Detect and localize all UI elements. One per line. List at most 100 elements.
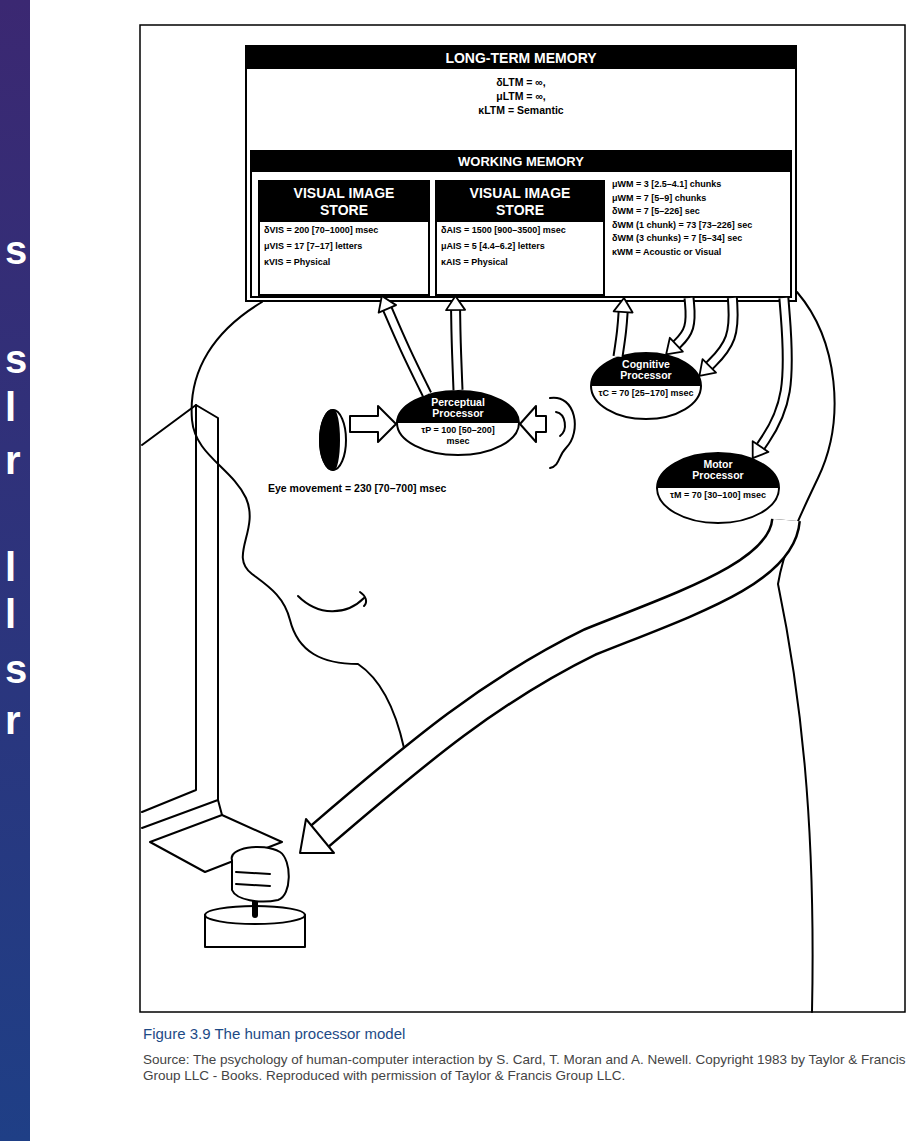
parameter-text: κAIS = Physical xyxy=(441,254,603,270)
box-heading: LONG-TERM MEMORY xyxy=(247,47,795,69)
eye-pupil xyxy=(320,410,339,470)
processor-label: Motor Processor xyxy=(682,459,754,481)
parameter-text: κWM = Acoustic or Visual xyxy=(612,246,790,260)
smile-dimple xyxy=(360,592,366,606)
parameter-list: τP = 100 [50–200] msec xyxy=(410,425,506,446)
processor-label: Cognitive Processor xyxy=(610,359,682,381)
arrow-head xyxy=(446,296,465,310)
parameter-text: τM = 70 [30–100] msec xyxy=(670,490,766,501)
monitor-neck xyxy=(218,800,222,815)
parameter-list: τC = 70 [25–170] msec xyxy=(598,388,694,399)
slide-letter: l xyxy=(5,590,31,638)
flow-arrow xyxy=(614,298,633,357)
ellipse-dark-half xyxy=(397,391,519,423)
flow-arrow xyxy=(699,298,733,376)
slide-letter: s xyxy=(5,226,31,274)
flow-arrow xyxy=(666,298,690,354)
box-heading: WORKING MEMORY xyxy=(252,152,790,172)
hand-fingers xyxy=(236,872,270,886)
parameter-list: δLTM = ∞,μLTM = ∞,κLTM = Semantic xyxy=(247,75,795,117)
ellipse-shape xyxy=(657,453,779,523)
ear-outline xyxy=(550,398,575,468)
parameter-text: δVIS = 200 [70–1000] msec xyxy=(264,222,428,238)
parameter-text: μWM = 3 [2.5–4.1] chunks xyxy=(612,178,790,192)
parameter-list: δAIS = 1500 [900–3500] msecμAIS = 5 [4.4… xyxy=(437,222,603,270)
ellipse-shape xyxy=(591,353,701,419)
arrow-fill xyxy=(675,298,690,346)
arm-tube-outline xyxy=(320,520,786,836)
parameter-text: μVIS = 17 [7–17] letters xyxy=(264,238,428,254)
box-heading: VISUAL IMAGE STORE xyxy=(260,182,428,222)
box-heading: VISUAL IMAGE STORE xyxy=(437,182,603,222)
parameter-text: δLTM = ∞, xyxy=(247,75,795,89)
processor-ellipse: Motor Processor τM = 70 [30–100] msec xyxy=(656,452,780,524)
slide-letter: r xyxy=(5,696,31,744)
store-box: VISUAL IMAGE STOREδAIS = 1500 [900–3500]… xyxy=(435,180,605,296)
ellipse-dark-half xyxy=(591,353,701,386)
eye-input-arrow xyxy=(350,406,396,442)
ellipse-shape xyxy=(397,391,519,455)
face-profile xyxy=(192,302,404,748)
arrow-outline xyxy=(708,298,733,367)
arrow-outline xyxy=(618,310,623,357)
flow-arrow xyxy=(446,296,465,390)
parameter-text: δWM = 7 [5–226] sec xyxy=(612,205,790,219)
arrow-outline xyxy=(759,298,787,448)
arrow-head xyxy=(753,441,769,458)
arrow-fill xyxy=(456,308,458,390)
parameter-text: τC = 70 [25–170] msec xyxy=(598,388,694,399)
memory-box: WORKING MEMORY μWM = 3 [2.5–4.1] chunksμW… xyxy=(250,150,792,298)
arrow-fill xyxy=(387,307,427,394)
arrow-outline xyxy=(387,307,427,394)
parameter-text: κLTM = Semantic xyxy=(247,103,795,117)
parameter-list: δVIS = 200 [70–1000] msecμVIS = 17 [7–17… xyxy=(260,222,428,270)
parameter-text: τP = 100 [50–200] msec xyxy=(410,425,506,446)
processor-label: Perceptual Processor xyxy=(422,397,494,419)
eye-outline xyxy=(320,410,346,470)
arrow-head xyxy=(614,298,633,313)
person-drawing xyxy=(142,292,835,1012)
monitor-screen-edge xyxy=(142,405,196,812)
slide-letter: r xyxy=(5,436,31,484)
slide-letter: s xyxy=(5,335,31,383)
figure-caption: Figure 3.9 The human processor model xyxy=(143,1025,903,1043)
parameter-text: δWM (1 chunk) = 73 [73–226] sec xyxy=(612,219,790,233)
parameter-text: μLTM = ∞, xyxy=(247,89,795,103)
slide-letter: l xyxy=(5,383,31,431)
parameter-text: δAIS = 1500 [900–3500] msec xyxy=(441,222,603,238)
slide-letter: s xyxy=(5,645,31,693)
arrow-fill xyxy=(759,298,787,448)
ear-inner xyxy=(556,412,565,436)
smile-line xyxy=(298,596,364,611)
hand-fist xyxy=(232,847,289,902)
memory-box: LONG-TERM MEMORY δLTM = ∞,μLTM = ∞,κLTM =… xyxy=(245,45,797,302)
arrow-head xyxy=(379,296,396,313)
slide-background xyxy=(0,0,30,1141)
processor-ellipse: Perceptual Processor τP = 100 [50–200] ms… xyxy=(396,390,520,456)
arm-arrow-head xyxy=(300,819,334,853)
ear-input-arrow xyxy=(520,406,546,442)
parameter-text: μAIS = 5 [4.4–6.2] letters xyxy=(441,238,603,254)
parameter-list: τM = 70 [30–100] msec xyxy=(670,490,766,501)
arrow-head xyxy=(699,359,716,376)
annotation: Eye movement = 230 [70–700] msec xyxy=(268,482,538,495)
arrow-outline xyxy=(456,308,458,390)
processor-ellipse: Cognitive Processor τC = 70 [25–170] msec xyxy=(590,352,702,420)
monitor-outline xyxy=(142,405,218,828)
parameter-text: μWM = 7 [5–9] chunks xyxy=(612,192,790,206)
ellipse-dark-half xyxy=(657,453,779,488)
flow-arrow xyxy=(379,296,427,394)
figure-frame xyxy=(140,25,905,1012)
arm-tube-fill xyxy=(320,520,786,836)
arrow-fill xyxy=(708,298,733,367)
arrow-outline xyxy=(675,298,690,346)
arrow-fill xyxy=(618,310,623,357)
head-back-outline xyxy=(778,292,835,1012)
parameter-text: δWM (3 chunks) = 7 [5–34] sec xyxy=(612,232,790,246)
parameter-text: κVIS = Physical xyxy=(264,254,428,270)
flow-arrow xyxy=(753,298,788,458)
slide-letter: l xyxy=(5,543,31,591)
